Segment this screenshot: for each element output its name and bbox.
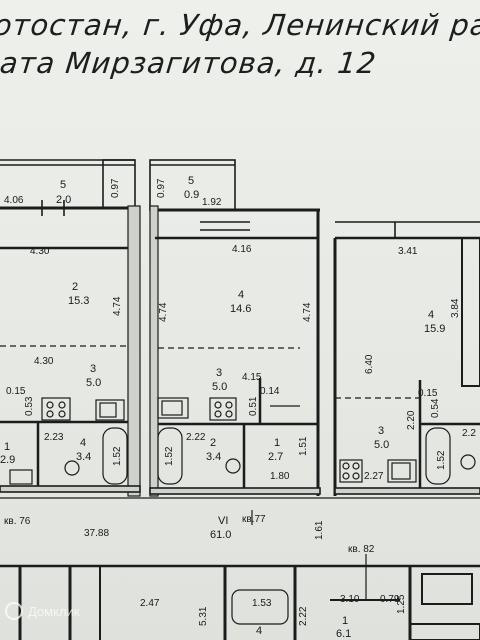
lower-room-number-2: 1 bbox=[342, 615, 348, 627]
apartment-b-labels: 0.97 5 0.9 1.92 4.16 4 14.6 4.74 4.74 3 … bbox=[156, 175, 313, 482]
section-roman: VI bbox=[218, 515, 228, 527]
section-area: 61.0 bbox=[210, 529, 231, 541]
apt-a-dim-f: 0.15 bbox=[6, 386, 26, 397]
corridor-labels: кв. 76 37.88 VI 61.0 кв.77 1.61 кв. 82 bbox=[4, 514, 375, 555]
apt-a-kitchen-area: 5.0 bbox=[86, 377, 101, 389]
apartment-a-fixtures bbox=[9, 397, 128, 485]
apt-a-dim-h: 2.23 bbox=[44, 432, 64, 443]
apt-c-dim-h: 1.52 bbox=[436, 450, 447, 470]
lower-dim-3: 1.53 bbox=[252, 598, 272, 609]
apt-b-room-number: 4 bbox=[238, 289, 244, 301]
apt-b-dim-e: 4.74 bbox=[302, 302, 313, 322]
right-flat-label: кв. 82 bbox=[348, 544, 375, 555]
apt-b-dim-k: 1.80 bbox=[270, 471, 290, 482]
lower-dim-7: 0.79 bbox=[380, 594, 400, 605]
apt-b-dim-j: 1.52 bbox=[164, 446, 175, 466]
apartment-c-walls bbox=[333, 221, 480, 496]
apartment-b-fixtures bbox=[157, 397, 241, 485]
watermark-text: Домклик bbox=[28, 604, 80, 619]
corridor-length: 37.88 bbox=[84, 528, 109, 539]
apt-a-dim-i: 1.52 bbox=[112, 446, 123, 466]
apt-a-kitchen-number: 3 bbox=[90, 363, 96, 375]
lower-dim-4: 2.22 bbox=[298, 606, 309, 626]
watermark-logo-icon bbox=[5, 602, 23, 620]
apt-b-kitchen-number: 3 bbox=[216, 367, 222, 379]
apt-a-dim-g: 0.53 bbox=[24, 396, 35, 416]
apt-b-kitchen-area: 5.0 bbox=[212, 381, 227, 393]
apt-b-balcony-number: 5 bbox=[188, 175, 194, 187]
apt-b-hall-area: 2.7 bbox=[268, 451, 283, 463]
apt-a-dim-b: 0.97 bbox=[110, 178, 121, 198]
corridor-lines bbox=[0, 497, 480, 600]
apt-b-dim-b: 1.92 bbox=[202, 197, 222, 208]
apt-a-room-area: 15.3 bbox=[68, 295, 89, 307]
lower-room-area-2: 6.1 bbox=[336, 628, 351, 640]
apt-b-dim-i: 2.22 bbox=[186, 432, 206, 443]
apt-a-bath-number: 4 bbox=[80, 437, 86, 449]
apt-c-dim-g: 2.27 bbox=[364, 471, 384, 482]
apt-a-balcony-area: 2.0 bbox=[56, 194, 71, 206]
apt-c-dim-a: 3.41 bbox=[398, 246, 418, 257]
lower-dim-6: 1.25 bbox=[396, 594, 407, 614]
apt-a-toilet-number: 1 bbox=[4, 441, 10, 453]
domclick-watermark: Домклик bbox=[5, 602, 80, 620]
left-flat-label: кв. 76 bbox=[4, 516, 31, 527]
apt-b-dim-c: 4.16 bbox=[232, 244, 252, 255]
lower-dim-1: 2.47 bbox=[140, 598, 160, 609]
apt-a-balcony-number: 5 bbox=[60, 179, 66, 191]
apt-b-bath-number: 2 bbox=[210, 437, 216, 449]
apt-c-dim-i: 2.2 bbox=[462, 428, 476, 439]
apt-b-dim-f: 4.15 bbox=[242, 372, 262, 383]
lower-block bbox=[18, 566, 480, 640]
apt-b-dim-d: 4.74 bbox=[158, 302, 169, 322]
apt-c-dim-f: 2.20 bbox=[406, 410, 417, 430]
apt-a-bath-area: 3.4 bbox=[76, 451, 91, 463]
apartment-a-labels: 4.06 5 2.0 0.97 4.30 2 15.3 4.74 4.30 3 … bbox=[0, 178, 123, 466]
apt-c-dim-c: 6.40 bbox=[364, 354, 375, 374]
lower-dim-2: 5.31 bbox=[198, 606, 209, 626]
apt-c-dim-e: 0.54 bbox=[430, 398, 441, 418]
apt-b-hall-number: 1 bbox=[274, 437, 280, 449]
apt-b-bath-area: 3.4 bbox=[206, 451, 221, 463]
apt-c-room-number: 4 bbox=[428, 309, 434, 321]
apartment-b-walls bbox=[149, 159, 321, 497]
lower-room-number-1: 4 bbox=[256, 625, 262, 637]
apt-a-dim-e: 4.30 bbox=[34, 356, 54, 367]
apt-a-dim-a: 4.06 bbox=[4, 195, 24, 206]
apt-a-toilet-area: 2.9 bbox=[0, 454, 15, 466]
apartment-c-fixtures bbox=[339, 427, 476, 485]
apt-c-dim-b: 3.84 bbox=[450, 298, 461, 318]
apt-c-room-area: 15.9 bbox=[424, 323, 445, 335]
apt-c-kitchen-area: 5.0 bbox=[374, 439, 389, 451]
apt-a-dim-d: 4.74 bbox=[112, 296, 123, 316]
apartment-a-walls bbox=[0, 159, 141, 497]
apt-b-dim-h: 0.51 bbox=[248, 396, 259, 416]
corridor-right-dim: 1.61 bbox=[314, 520, 325, 540]
mid-flat-label: кв.77 bbox=[242, 514, 266, 525]
apt-a-dim-c: 4.30 bbox=[30, 246, 50, 257]
apt-b-dim-l: 1.51 bbox=[298, 436, 309, 456]
apt-a-room-number: 2 bbox=[72, 281, 78, 293]
apartment-c-labels: 3.41 4 15.9 3.84 6.40 0.15 0.54 2.20 3 5… bbox=[364, 246, 476, 482]
apt-c-kitchen-number: 3 bbox=[378, 425, 384, 437]
lower-block-labels: 2.47 5.31 1.53 2.22 3.10 1.25 0.79 4 1 6… bbox=[140, 594, 407, 640]
apt-b-dim-a: 0.97 bbox=[156, 178, 167, 198]
apt-b-dim-g: 0.14 bbox=[260, 386, 280, 397]
apt-b-room-area: 14.6 bbox=[230, 303, 251, 315]
apt-b-balcony-area: 0.9 bbox=[184, 189, 199, 201]
lower-dim-5: 3.10 bbox=[340, 594, 360, 605]
apt-c-dim-d: 0.15 bbox=[418, 388, 438, 399]
